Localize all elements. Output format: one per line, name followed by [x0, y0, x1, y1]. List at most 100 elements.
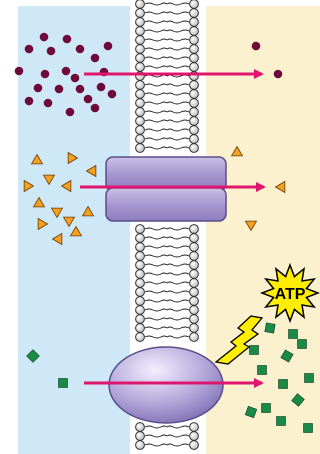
solute-dot: [25, 97, 34, 106]
solute-square: [262, 404, 271, 413]
lipid-head: [190, 90, 199, 99]
solute-dot: [252, 42, 261, 51]
lipid-head: [190, 441, 199, 450]
lipid-head: [136, 333, 145, 342]
lipid-head: [136, 324, 145, 333]
lipid-head: [190, 36, 199, 45]
lipid-head: [190, 423, 199, 432]
solute-dot: [66, 108, 75, 117]
lipid-head: [190, 252, 199, 261]
lipid-head: [136, 18, 145, 27]
lipid-head: [136, 117, 145, 126]
lipid-head: [190, 144, 199, 153]
lipid-head: [190, 117, 199, 126]
lipid-head: [190, 270, 199, 279]
lipid-head: [136, 279, 145, 288]
lipid-head: [190, 135, 199, 144]
atp-label: ATP: [275, 286, 306, 303]
lipid-head: [136, 36, 145, 45]
lipid-head: [136, 315, 145, 324]
lipid-head: [136, 234, 145, 243]
lipid-head: [190, 279, 199, 288]
lipid-head: [190, 126, 199, 135]
lipid-head: [136, 54, 145, 63]
lipid-head: [136, 108, 145, 117]
lipid-head: [190, 27, 199, 36]
solute-square: [277, 417, 286, 426]
lipid-head: [190, 18, 199, 27]
lipid-head: [190, 288, 199, 297]
lipid-head: [190, 234, 199, 243]
solute-dot: [108, 90, 117, 99]
solute-dot: [34, 84, 43, 93]
lipid-head: [190, 315, 199, 324]
solute-square: [279, 380, 288, 389]
solute-square: [304, 424, 313, 433]
lipid-head: [136, 306, 145, 315]
solute-dot: [55, 85, 64, 94]
lipid-head: [136, 90, 145, 99]
lipid-head: [136, 126, 145, 135]
solute-dot: [71, 74, 80, 83]
solute-square: [265, 323, 275, 333]
solute-dot: [63, 35, 72, 44]
lipid-head: [190, 225, 199, 234]
lipid-head: [190, 81, 199, 90]
solute-dot: [104, 42, 113, 51]
lipid-head: [190, 45, 199, 54]
solute-dot: [44, 99, 53, 108]
lipid-head: [136, 9, 145, 18]
lipid-head: [136, 81, 145, 90]
lipid-head: [190, 297, 199, 306]
lipid-head: [136, 144, 145, 153]
lipid-head: [190, 243, 199, 252]
solute-dot: [91, 54, 100, 63]
lipid-head: [136, 288, 145, 297]
lipid-head: [136, 297, 145, 306]
lipid-head: [136, 243, 145, 252]
lipid-head: [190, 108, 199, 117]
lipid-head: [190, 99, 199, 108]
solute-square: [250, 346, 259, 355]
lipid-head: [136, 441, 145, 450]
solute-dot: [41, 70, 50, 79]
solute-square: [59, 379, 68, 388]
solute-dot: [84, 95, 93, 104]
solute-dot: [91, 104, 100, 113]
channel-protein: [106, 157, 226, 221]
solute-square: [298, 340, 307, 349]
solute-dot: [274, 70, 283, 79]
lipid-head: [136, 63, 145, 72]
solute-dot: [15, 67, 24, 76]
lipid-head: [136, 270, 145, 279]
lipid-head: [136, 225, 145, 234]
solute-square: [305, 374, 314, 383]
lipid-head: [190, 63, 199, 72]
solute-square: [289, 330, 298, 339]
solute-dot: [62, 67, 71, 76]
solute-dot: [40, 33, 49, 42]
lipid-head: [190, 432, 199, 441]
lipid-head: [136, 99, 145, 108]
lipid-head: [190, 54, 199, 63]
lipid-head: [136, 252, 145, 261]
lipid-head: [190, 324, 199, 333]
pump-protein: [109, 347, 223, 423]
lipid-head: [190, 0, 199, 8]
solute-square: [258, 366, 267, 375]
solute-dot: [25, 45, 34, 54]
solute-dot: [76, 45, 85, 54]
lipid-head: [190, 333, 199, 342]
lipid-head: [136, 27, 145, 36]
lipid-head: [136, 423, 145, 432]
lipid-head: [136, 432, 145, 441]
solute-dot: [47, 47, 56, 56]
lipid-head: [190, 9, 199, 18]
lipid-head: [190, 306, 199, 315]
lipid-head: [136, 261, 145, 270]
lipid-head: [136, 135, 145, 144]
solute-dot: [76, 85, 85, 94]
solute-dot: [97, 83, 106, 92]
